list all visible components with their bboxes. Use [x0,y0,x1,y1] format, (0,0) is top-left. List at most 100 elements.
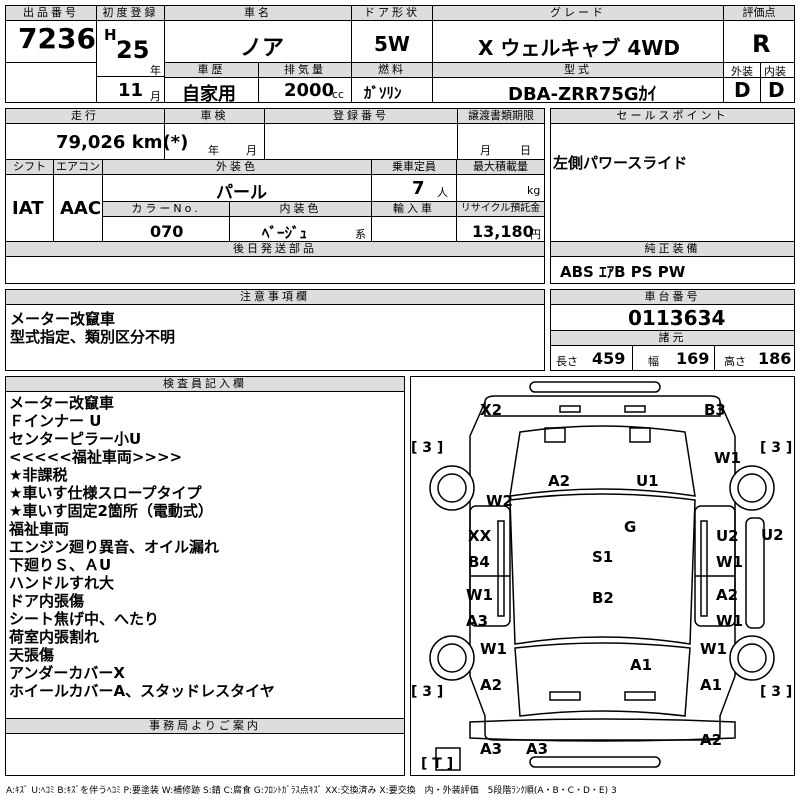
maxload-label: 最大積載量 [457,160,544,175]
length-label: 長さ [556,355,578,368]
inspector-line: センターピラー小U [9,430,142,448]
colorno-label: カラーNo. [103,202,229,217]
inspector-line: Ｆインナー U [9,412,102,430]
damage-mark: S1 [592,548,614,566]
grade-label: グレード [433,6,723,21]
office-label: 事務局よりご案内 [6,719,404,734]
inspector-line: ★非課税 [9,466,68,484]
damage-mark: B2 [592,589,614,607]
model: DBA-ZRR75Gｶｲ [508,84,657,105]
sales-box [550,108,795,284]
caution-line-1: メーター改竄車 [10,310,116,328]
header-box [5,5,795,103]
recycle-unit: 円 [530,228,541,241]
chassis-number: 0113634 [628,306,726,330]
colorno: 070 [150,222,184,241]
car-name: ノア [240,36,285,61]
first-reg-label: 初度登録 [97,6,164,21]
equipment: ABS ｴｱB PS PW [560,263,686,281]
interior-label: 内装色 [230,202,371,217]
damage-mark: W2 [486,492,513,510]
damage-mark: A2 [716,586,739,604]
height: 186 [758,349,792,368]
fuel-label: 燃料 [352,63,432,78]
recycle-label: リサイクル預託金 [457,202,544,217]
caution-line-2: 型式指定、類別区分不明 [10,328,176,346]
model-label: 型式 [433,63,723,78]
int-score: D [768,78,785,102]
mileage: 79,026 km(*) [56,132,189,153]
ac: AAC [60,198,102,219]
year-unit: 年 [150,64,161,77]
car-diagram [429,381,775,771]
capacity: 7 [412,178,425,199]
ac-label: エアコン [54,160,102,175]
inspector-line: <<<<<福祉車両>>>> [9,448,183,466]
interior: ﾍﾞｰｼﾞｭ [262,224,308,242]
damage-mark: W1 [466,586,493,604]
transfer-month: 月 [480,144,491,157]
caution-label: 注意事項欄 [6,290,544,305]
inspector-line: メーター改竄車 [9,394,115,412]
doors: 5W [374,32,410,56]
capacity-label: 乗車定員 [372,160,456,175]
width-label: 幅 [648,355,659,368]
transfer-label: 譲渡書類期限 [458,109,544,124]
length: 459 [592,349,626,368]
inspection-month: 月 [246,144,257,157]
shift-label: シフト [6,160,53,175]
spec-label: 諸元 [551,331,794,346]
damage-mark: W1 [700,640,727,658]
damage-mark: U2 [716,527,739,545]
damage-mark: A3 [466,612,489,630]
inspector-line: 荷室内張割れ [9,628,100,646]
regno-label: 登録番号 [265,109,457,124]
sales-label: セールスポイント [551,109,794,124]
cc-unit: cc [332,88,345,101]
tire-mark: [ 3 ] [760,440,793,456]
ext-label: 外装 [731,65,753,78]
sales-point: 左側パワースライド [553,154,688,172]
doors-label: ドア形状 [352,6,432,21]
damage-mark: W1 [716,612,743,630]
color-label: 外装色 [103,160,371,175]
inspector-line: ハンドルすれ大 [9,574,115,592]
inspector-line: エンジン廻り異音、オイル漏れ [9,538,220,556]
interior-unit: 系 [355,228,366,241]
shift: IAT [12,198,44,219]
inspector-line: ★車いす仕様スロープタイプ [9,484,202,502]
transfer-day: 日 [520,144,531,157]
score: R [752,30,771,58]
damage-mark: XX [468,527,492,545]
damage-mark: B4 [468,553,490,571]
damage-mark: X2 [480,401,503,419]
damage-mark: A1 [700,676,723,694]
height-label: 高さ [724,355,746,368]
damage-mark: U1 [636,472,659,490]
tire-mark: [ 3 ] [760,684,793,700]
tire-mark: [ 3 ] [411,440,444,456]
inspection-year: 年 [208,144,219,157]
later-parts-label: 後日発送部品 [6,242,544,257]
fuel: ｶﾞｿﾘﾝ [364,84,402,102]
score-label: 評価点 [724,6,794,21]
damage-mark: W1 [716,553,743,571]
inspector-box [5,376,405,776]
damage-mark: A3 [480,740,503,758]
inspector-line: ★車いす固定2箇所（電動式） [9,502,213,520]
inspector-line: アンダーカバーX [9,664,125,682]
damage-mark: A2 [548,472,571,490]
damage-mark: A2 [700,731,723,749]
inspector-line: ドア内張傷 [9,592,85,610]
displacement: 2000 [284,80,335,101]
damage-mark: A2 [480,676,503,694]
displacement-label: 排気量 [259,63,351,78]
tire-mark: [ 3 ] [411,684,444,700]
import-label: 輸入車 [372,202,456,217]
inspector-line: ホイールカバーA、スタッドレスタイヤ [9,682,275,700]
inspector-line: 天張傷 [9,646,55,664]
history: 自家用 [182,84,236,105]
inspector-line: 福祉車両 [9,520,70,538]
damage-mark: A1 [630,656,653,674]
mileage-label: 走行 [6,109,164,124]
